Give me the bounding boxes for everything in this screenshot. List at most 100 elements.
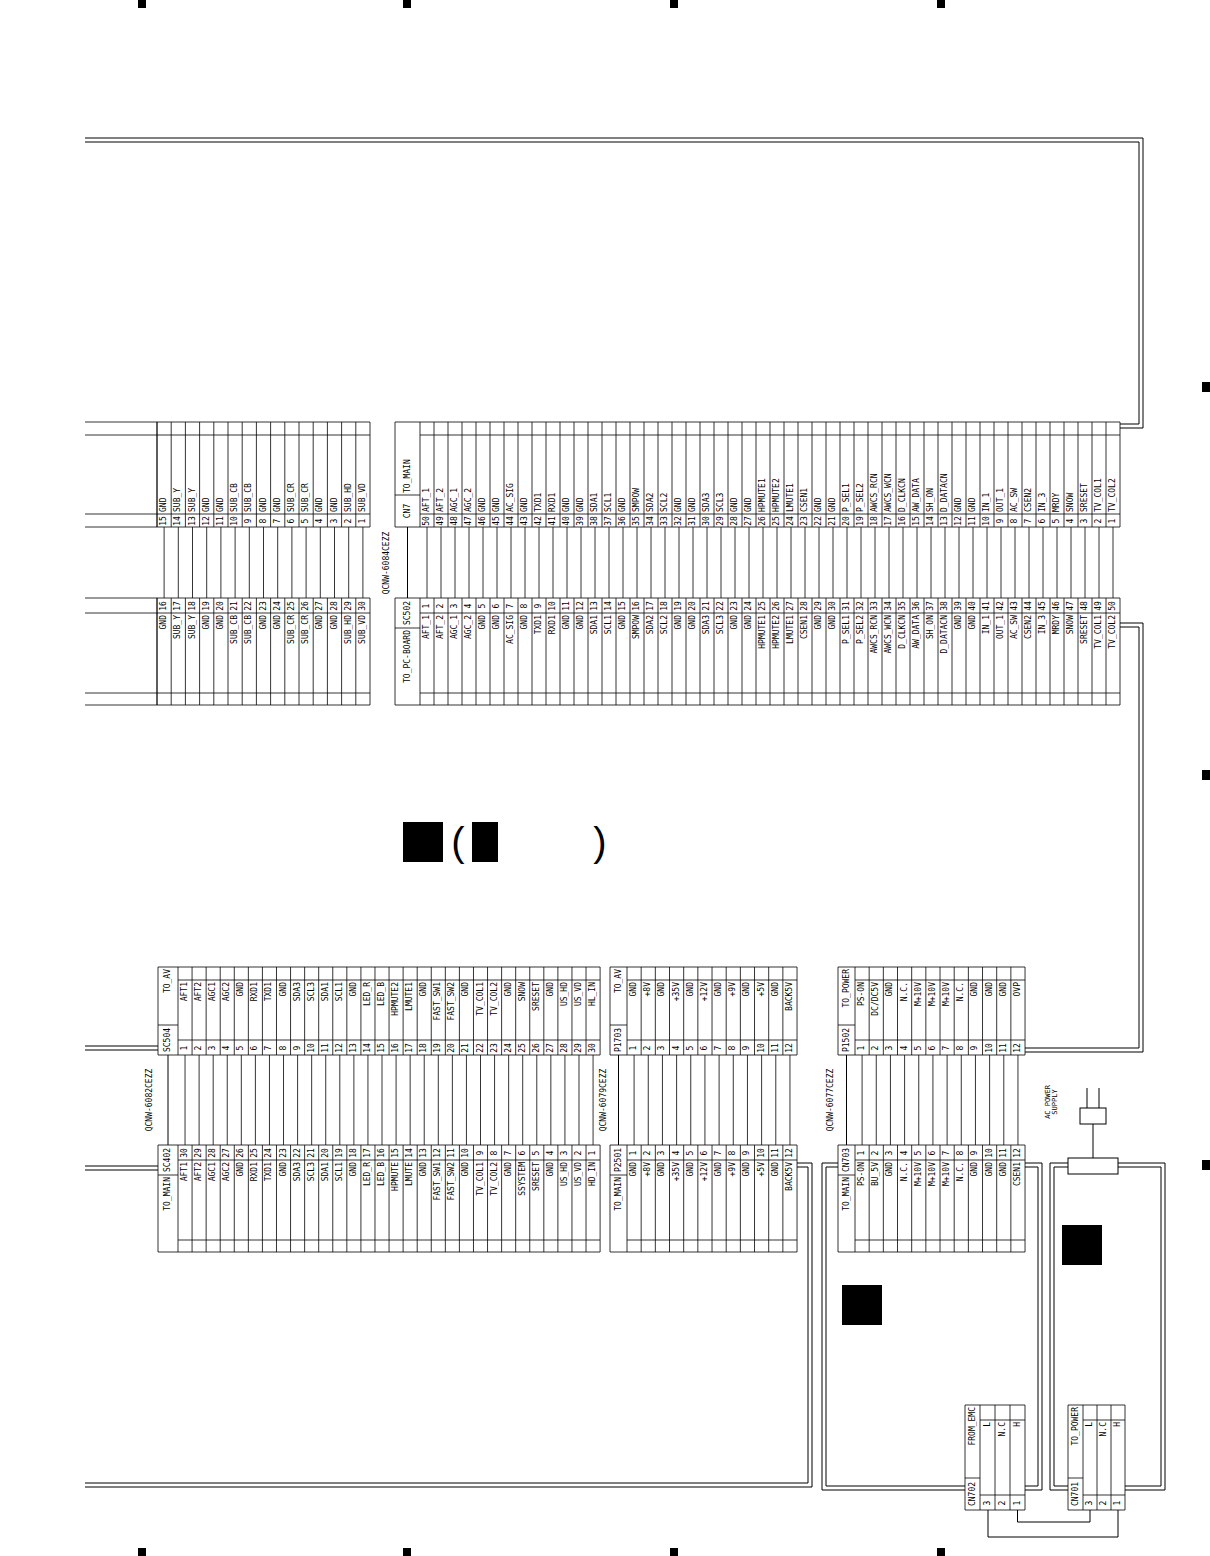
pin-number: 12 <box>577 601 585 611</box>
pin-number: 14 <box>605 601 613 611</box>
pin-wire <box>339 1055 340 1145</box>
pin-name: AW_DATA <box>913 478 921 512</box>
pin-name: GND <box>160 498 168 512</box>
connector-column <box>994 598 995 705</box>
pin-number: 6 <box>519 1150 527 1155</box>
pin-wire <box>693 527 694 598</box>
pin-wire <box>455 527 456 598</box>
pin-number: 45 <box>1039 601 1047 611</box>
pin-name: SDA3 <box>703 615 711 634</box>
connector-column <box>740 967 741 1055</box>
pin-number: 3 <box>331 518 339 523</box>
pin-wire <box>508 1055 509 1145</box>
pin-number: 45 <box>493 516 501 526</box>
pin-name: SUB_CR <box>302 615 310 644</box>
pin-number: 18 <box>420 1043 428 1053</box>
pin-number: 26 <box>759 516 767 526</box>
connector-column <box>924 598 925 705</box>
power-plug <box>1080 1108 1106 1124</box>
pin-name: CSEN1 <box>801 615 809 639</box>
connector-row <box>158 1175 178 1176</box>
pin-number: 34 <box>647 516 655 526</box>
pin-name: GND <box>420 1162 428 1176</box>
pin-wire <box>875 527 876 598</box>
pin-wire <box>525 527 526 598</box>
connector-column <box>756 422 757 527</box>
registration-mark <box>670 1548 678 1556</box>
pin-number: 17 <box>406 1043 414 1053</box>
pin-name: SNOW <box>1067 615 1075 634</box>
connector-outline <box>158 1145 159 1252</box>
pin-number: 18 <box>871 516 879 526</box>
connector-outline <box>610 967 611 1055</box>
pin-name: GND <box>462 982 470 996</box>
connector-column <box>332 1145 333 1252</box>
connector-outline <box>838 967 839 1055</box>
pin-number: 2 <box>872 1045 880 1050</box>
pin-name: CSEN1 <box>1014 1162 1022 1186</box>
connector-column <box>588 598 589 705</box>
pin-name: GND <box>237 1162 245 1176</box>
pin-number: 21 <box>829 516 837 526</box>
board-outline <box>85 1167 808 1483</box>
pin-wire <box>220 527 221 598</box>
pin-name: M+10V <box>943 1162 951 1186</box>
connector-column <box>1010 967 1011 1055</box>
connector-outline <box>158 1055 600 1056</box>
connector-destination: TO_MAIN <box>164 1177 172 1211</box>
connector-column <box>157 422 158 527</box>
connector-column <box>318 1145 319 1252</box>
connector-column <box>982 1145 983 1252</box>
connector-column <box>586 1145 587 1252</box>
connector-column <box>798 598 799 705</box>
pin-number: 31 <box>689 516 697 526</box>
connector-column <box>911 1145 912 1252</box>
pin-name: SH_ON <box>927 488 935 512</box>
connector-column <box>1036 422 1037 527</box>
pin-number: 48 <box>1081 601 1089 611</box>
connector-column <box>854 422 855 527</box>
emc-board-outline <box>1050 1163 1068 1490</box>
connector-column <box>616 598 617 705</box>
connector-id: SC504 <box>164 1028 172 1052</box>
pin-number: 29 <box>717 516 725 526</box>
pin-name: BACK5V <box>786 982 794 1011</box>
connector-column <box>840 422 841 527</box>
registration-marks <box>138 0 1210 1556</box>
pin-wire <box>1001 527 1002 598</box>
pin-wire <box>1071 527 1072 598</box>
pin-name: LMUTE1 <box>406 982 414 1011</box>
pin-number: 46 <box>479 516 487 526</box>
connector-column <box>641 967 642 1055</box>
connector-column <box>968 967 969 1055</box>
connector-column <box>476 598 477 705</box>
pin-name: MRDY <box>1053 615 1061 634</box>
connector-column <box>924 422 925 527</box>
pin-name: P_SEL1 <box>843 615 851 644</box>
pin-name: GND <box>493 498 501 512</box>
pin-name: AGC2 <box>223 1162 231 1181</box>
pin-wire <box>651 527 652 598</box>
pin-number: 32 <box>857 601 865 611</box>
cable-connector <box>168 1055 169 1145</box>
pin-name: GND <box>969 498 977 512</box>
pin-name: FAST_SW2 <box>448 982 456 1021</box>
connector-column <box>740 1145 741 1252</box>
pin-name: PS-ON <box>858 982 866 1006</box>
pin-number: 8 <box>260 518 268 523</box>
pin-name: +12V <box>701 982 709 1001</box>
connector-column <box>476 422 477 527</box>
pin-name: +5V <box>758 982 766 996</box>
connector-block: P2501TO_MAIN <box>610 1145 797 1252</box>
markers <box>403 822 1102 1325</box>
pin-number: 30 <box>703 516 711 526</box>
connector-column <box>630 598 631 705</box>
power-board-outline <box>826 1167 965 1486</box>
pin-number: 1 <box>630 1045 638 1050</box>
pin-number: 16 <box>633 601 641 611</box>
pin-name: GND <box>886 982 894 996</box>
connector-destination: FROM_EMC <box>969 1407 977 1446</box>
pin-number: 28 <box>331 601 339 611</box>
pin-number: 8 <box>729 1150 737 1155</box>
connector-column <box>1064 598 1065 705</box>
